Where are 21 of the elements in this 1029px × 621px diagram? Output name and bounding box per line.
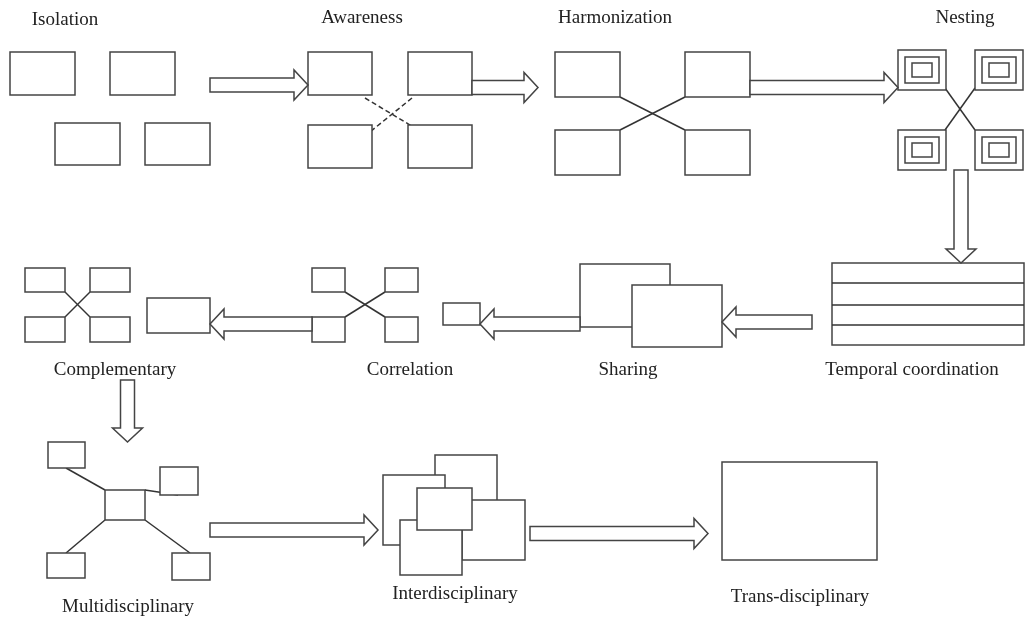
stage-title: Complementary: [53, 358, 177, 380]
stage-title: Isolation: [31, 8, 99, 30]
stage-title: Temporal coordination: [825, 358, 999, 380]
block-arrow: [529, 516, 710, 551]
stage-title: Nesting: [935, 6, 995, 28]
block-arrow: [478, 307, 581, 341]
block-arrow: [208, 307, 313, 341]
block-arrow: [749, 70, 900, 105]
block-arrow: [110, 379, 145, 444]
block-arrow: [471, 70, 540, 105]
block-arrow: [720, 305, 813, 339]
block-arrow: [944, 169, 978, 265]
stage-title: Interdisciplinary: [392, 582, 518, 604]
stage-title: Multidisciplinary: [62, 595, 194, 617]
stage-title: Harmonization: [558, 6, 672, 28]
stage-title: Sharing: [598, 358, 658, 380]
stage-title: Correlation: [366, 358, 454, 380]
block-arrow: [209, 68, 310, 102]
block-arrow: [209, 513, 380, 547]
stage-title: Trans-disciplinary: [730, 585, 870, 607]
stage-title: Awareness: [321, 6, 403, 28]
